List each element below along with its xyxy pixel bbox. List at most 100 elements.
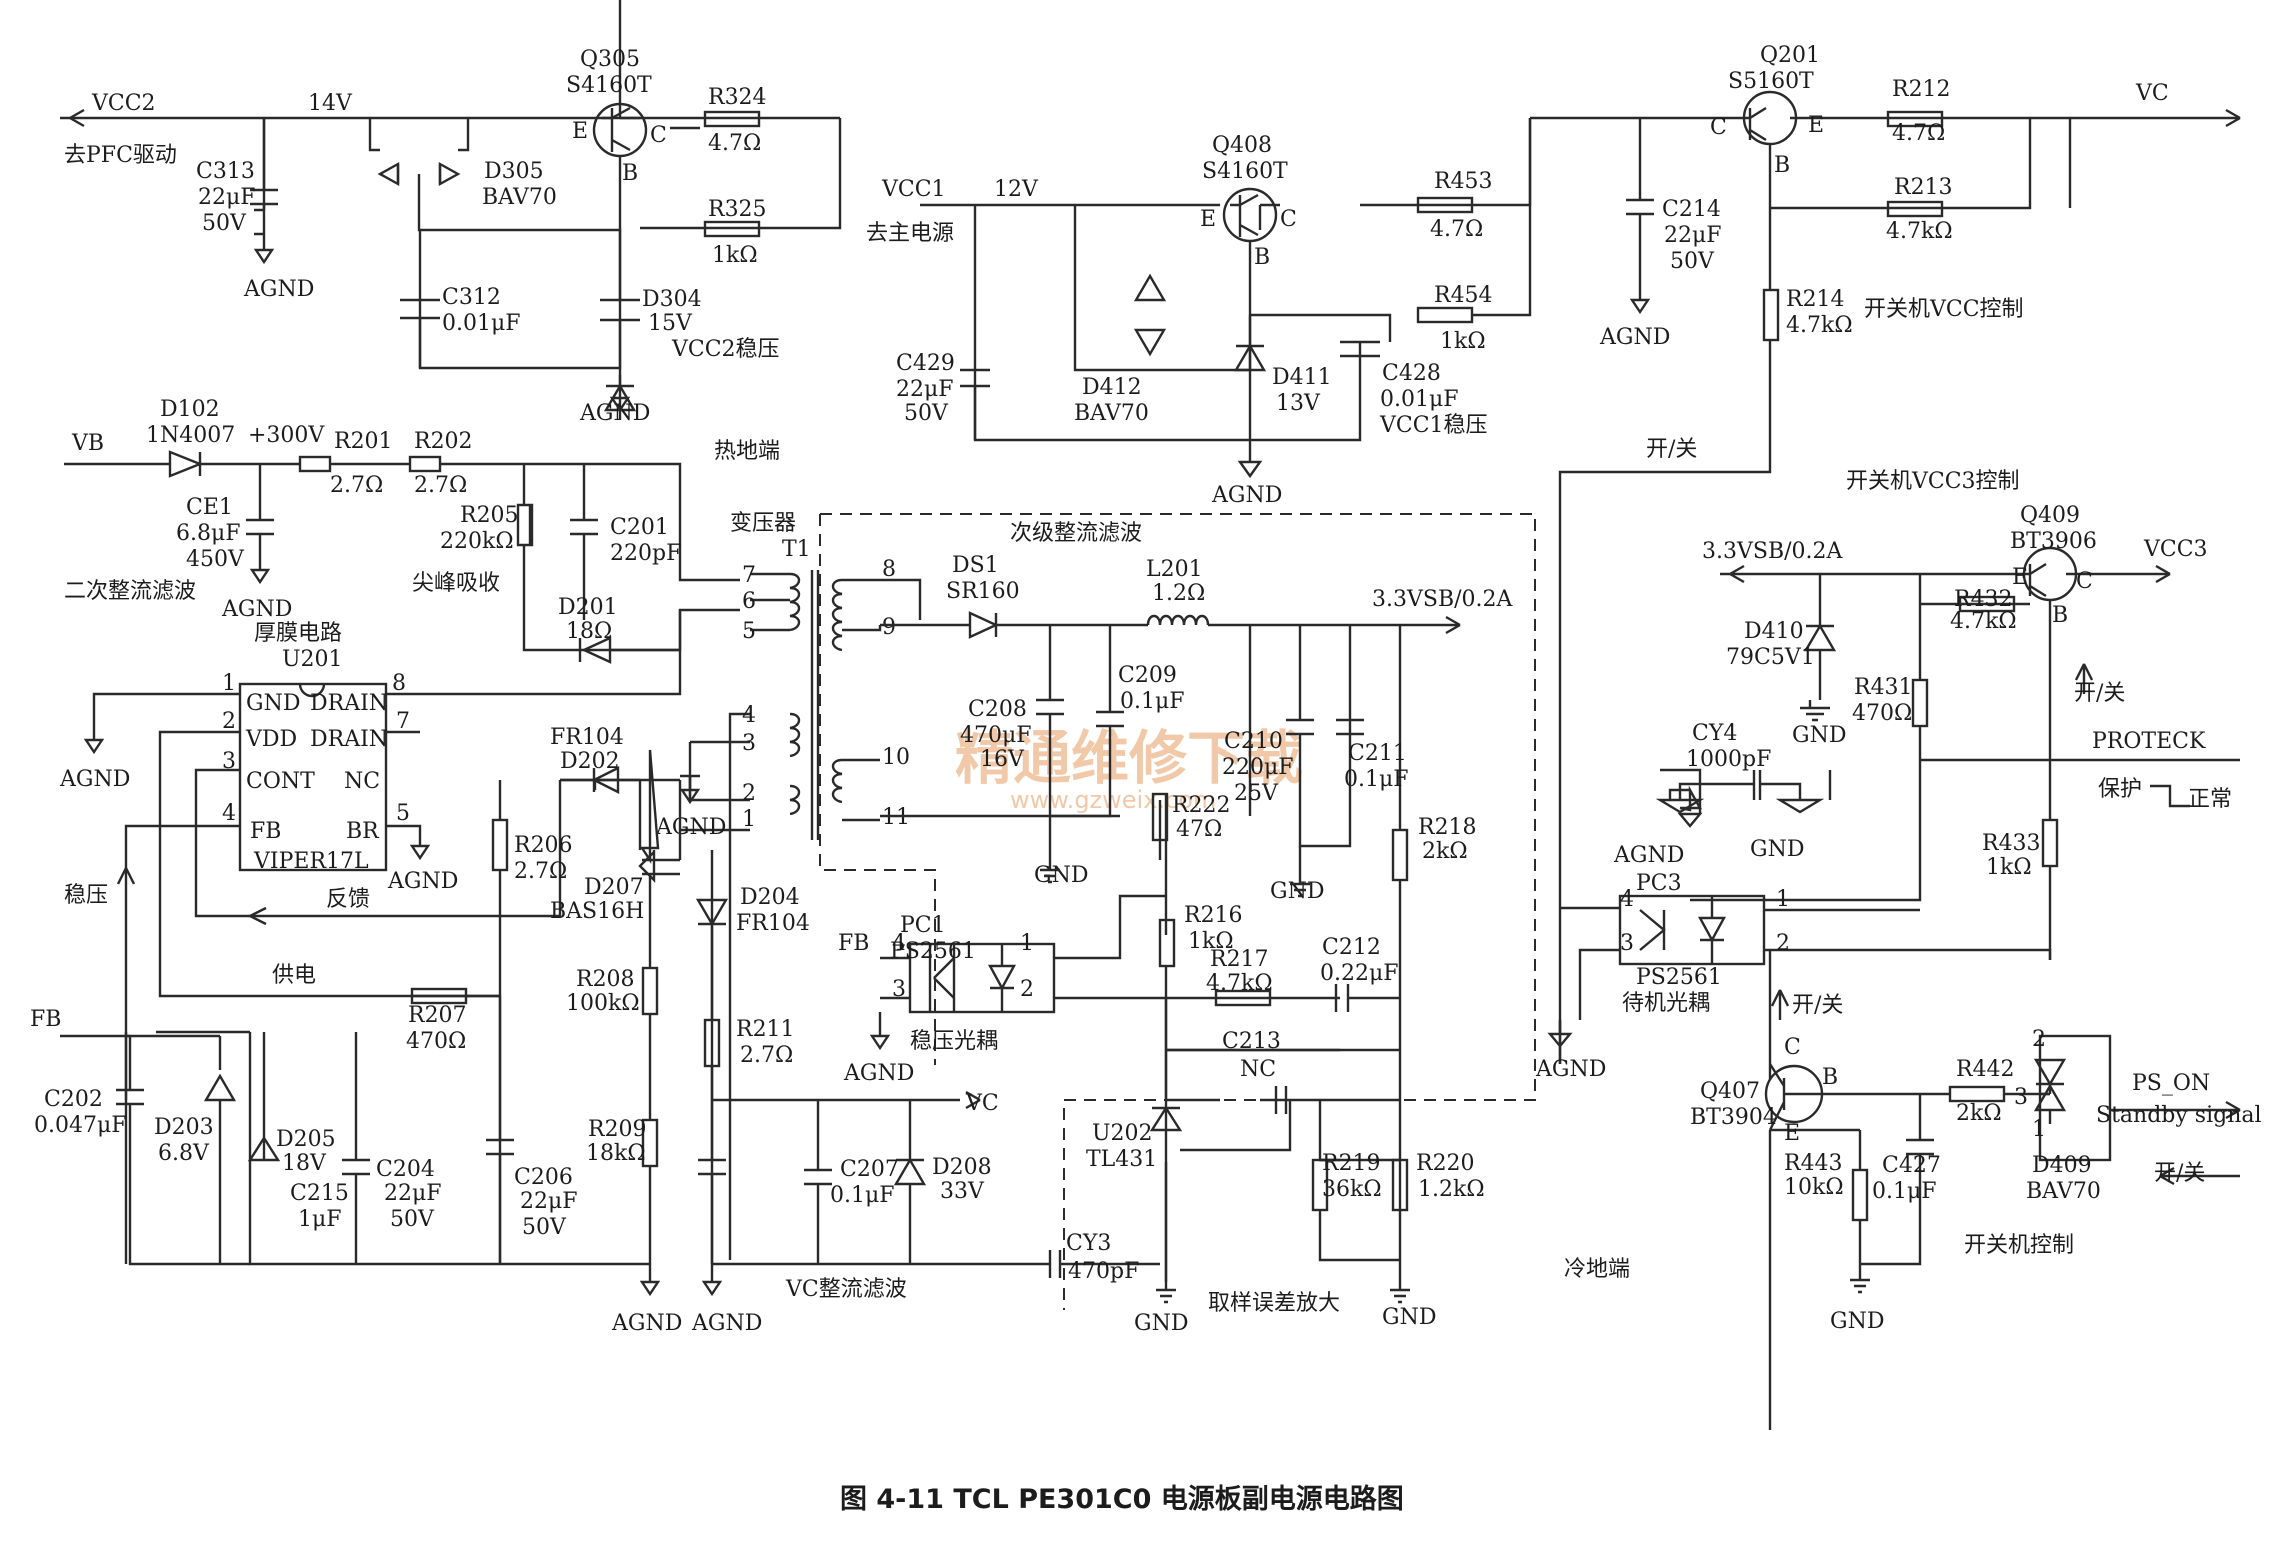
u201-ref: U201 (282, 647, 343, 672)
u201-pin5: BR (346, 819, 380, 844)
u201-pin6: NC (344, 769, 380, 794)
arrow-left (249, 906, 267, 926)
c215-val: 1μF (298, 1207, 342, 1232)
c429-val: 22μF (896, 377, 954, 402)
c204-val: 22μF (384, 1181, 442, 1206)
c429-v: 50V (904, 401, 949, 426)
d208-ref: D208 (932, 1155, 992, 1180)
label-supply: 供电 (272, 963, 316, 988)
r201-ref: R201 (334, 429, 393, 454)
d409-pin1: 1 (2032, 1117, 2046, 1142)
r220-ref: R220 (1416, 1151, 1475, 1176)
d409-pin2: 2 (2032, 1027, 2046, 1052)
c312-ref: C312 (442, 285, 501, 310)
q305-c: C (650, 123, 667, 148)
c428-val: 0.01μF (1380, 387, 1459, 412)
standby-control (1547, 546, 2241, 1430)
watermark-url: www.gzweix.com (1010, 786, 1216, 814)
r201-val: 2.7Ω (330, 473, 383, 498)
c204-v: 50V (390, 1207, 435, 1232)
gnd-q407: GND (1830, 1309, 1884, 1334)
label-sampling: 取样误差放大 (1208, 1291, 1340, 1316)
r220-val: 1.2kΩ (1418, 1177, 1485, 1202)
c213-val: NC (1240, 1057, 1276, 1082)
u201-pin7-num: 7 (396, 709, 410, 734)
c212-val: 0.22μF (1320, 961, 1399, 986)
protect-step-icon (2150, 784, 2190, 808)
net-33-main: 3.3VSB/0.2A (1372, 587, 1514, 612)
c215-ref: C215 (290, 1181, 349, 1206)
d204-ref: D204 (740, 885, 800, 910)
c202-val: 0.047μF (34, 1113, 127, 1138)
r443-val: 10kΩ (1784, 1175, 1844, 1200)
vcc2-reg-label: VCC2稳压 (671, 337, 780, 362)
d208-val: 33V (940, 1179, 985, 1204)
c427-val: 0.1μF (1872, 1179, 1937, 1204)
q201-part: S5160T (1728, 69, 1814, 94)
d412-part: BAV70 (1074, 401, 1149, 426)
pc3-ref: PC3 (1636, 871, 1682, 896)
pc3-pin1: 1 (1776, 887, 1790, 912)
cy3-val: 470pF (1068, 1259, 1139, 1284)
r454-val: 1kΩ (1440, 329, 1486, 354)
q305-ref: Q305 (580, 47, 640, 72)
vcc1-reg-label: VCC1稳压 (1379, 413, 1488, 438)
gnd-cy4-gnd: GND (1750, 837, 1804, 862)
q407-part: BT3904 (1690, 1105, 1777, 1130)
ce1-v: 450V (186, 547, 245, 572)
gnd-symbol (1290, 876, 1310, 898)
r442-ref: R442 (1956, 1057, 2015, 1082)
t1-p10: 10 (882, 745, 910, 770)
c212-ref: C212 (1322, 935, 1381, 960)
kai-song-4: 开/关 (2154, 1161, 2205, 1186)
q409-ref: Q409 (2020, 503, 2080, 528)
r443-ref: R443 (1784, 1151, 1843, 1176)
c428-ref: C428 (1382, 361, 1441, 386)
pc1-opto (869, 894, 1410, 1304)
kai-song-1: 开/关 (1646, 437, 1697, 462)
gnd-vcc1: AGND (1211, 483, 1282, 508)
kai-song-2: 开/关 (2074, 681, 2125, 706)
net-vc-out: VC (965, 1091, 999, 1116)
r453-ref: R453 (1434, 169, 1493, 194)
pc3-part: PS2561 (1636, 965, 1722, 990)
r219-ref: R219 (1322, 1151, 1381, 1176)
pc3-pin3: 3 (1620, 931, 1634, 956)
label-to-pfc: 去PFC驱动 (64, 143, 177, 168)
net-fb-left: FB (30, 1007, 61, 1032)
q201-c: C (1710, 115, 1727, 140)
fr104-ref: FR104 (550, 725, 624, 750)
pc1-pin3: 3 (892, 977, 906, 1002)
d203-ref: D203 (154, 1115, 214, 1140)
r208-ref: R208 (576, 967, 635, 992)
gnd-d304: AGND (579, 401, 650, 426)
gnd-symbol (1237, 440, 1263, 479)
u202-part: TL431 (1086, 1147, 1157, 1172)
c429-ref: C429 (896, 351, 955, 376)
vc-switch (1530, 90, 2241, 1064)
r217-ref: R217 (1210, 947, 1269, 972)
u201-pin2-num: 2 (222, 709, 236, 734)
c427-ref: C427 (1882, 1153, 1941, 1178)
gnd-t1: AGND (655, 815, 726, 840)
r324-ref: R324 (708, 85, 767, 110)
t1-p2: 2 (742, 781, 756, 806)
pc1-pin2: 2 (1020, 977, 1034, 1002)
r222-ref: R222 (1172, 793, 1231, 818)
gnd-c313: AGND (243, 277, 314, 302)
u201-viper (83, 610, 682, 1264)
q409-c: C (2076, 569, 2093, 594)
gnd-c208: GND (1034, 863, 1088, 888)
c208-val: 470μF (960, 723, 1032, 748)
t1-p11: 11 (882, 805, 910, 830)
t1-ref: T1 (782, 537, 811, 562)
d201-ref: D201 (558, 595, 618, 620)
r214-ref: R214 (1786, 287, 1845, 312)
u201-pin3: CONT (246, 769, 315, 794)
pc1-part: PS2561 (890, 939, 976, 964)
d201-val: 18Ω (566, 619, 612, 644)
u201-pin8-num: 8 (392, 671, 406, 696)
figure-caption: 图 4-11 TCL PE301C0 电源板副电源电路图 (840, 1483, 1404, 1515)
q305-b: B (622, 161, 638, 186)
arrow-up (116, 867, 136, 885)
